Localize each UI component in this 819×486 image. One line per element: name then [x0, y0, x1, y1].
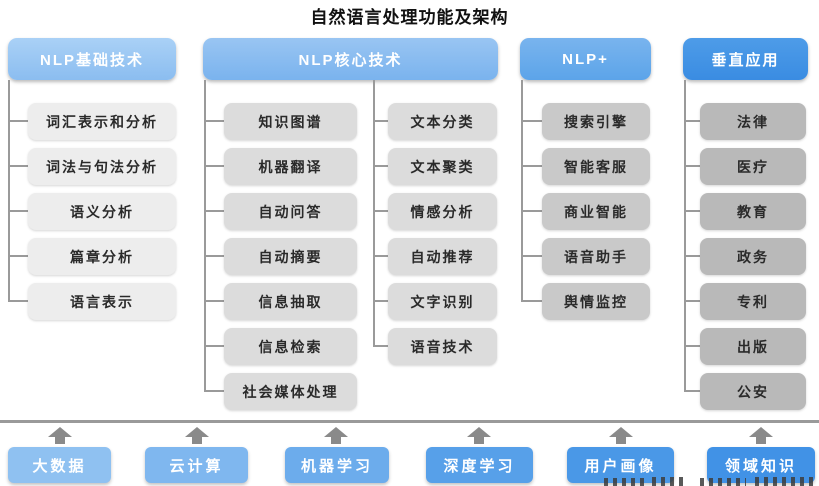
node-box: 文本分类 [388, 103, 497, 140]
connector-branch [521, 120, 542, 122]
node-box: 机器翻译 [224, 148, 357, 185]
column-nlp-basic-items: 词汇表示和分析 词法与句法分析 语义分析 篇章分析 语言表示 [28, 103, 176, 320]
node-box: 舆情监控 [542, 283, 650, 320]
connector-branch [373, 120, 388, 122]
up-arrow-icon [185, 427, 209, 444]
node-box: 公安 [700, 373, 806, 410]
node-box: 法律 [700, 103, 806, 140]
node-box: 政务 [700, 238, 806, 275]
connector-branch [373, 165, 388, 167]
connector-branch [684, 390, 700, 392]
connector-trunk-col1 [8, 80, 10, 302]
connector-branch [8, 210, 28, 212]
column-nlp-plus-items: 搜索引擎 智能客服 商业智能 语音助手 舆情监控 [542, 103, 650, 320]
connector-branch [684, 120, 700, 122]
connector-branch [521, 300, 542, 302]
connector-branch [521, 165, 542, 167]
diagram-title: 自然语言处理功能及架构 [310, 8, 509, 27]
connector-branch [204, 255, 224, 257]
connector-trunk-col4 [684, 80, 686, 392]
column-header-nlp-plus: NLP+ [520, 38, 651, 80]
connector-branch [373, 300, 388, 302]
node-box: 自动摘要 [224, 238, 357, 275]
connector-branch [204, 165, 224, 167]
up-arrow-icon [48, 427, 72, 444]
node-box: 语音技术 [388, 328, 497, 365]
column-header-vertical-apps: 垂直应用 [683, 38, 808, 80]
connector-branch [373, 255, 388, 257]
node-box: 出版 [700, 328, 806, 365]
watermark-fragment [755, 477, 813, 486]
node-box: 词汇表示和分析 [28, 103, 176, 140]
node-box: 信息检索 [224, 328, 357, 365]
node-box: 搜索引擎 [542, 103, 650, 140]
node-box: 文本聚类 [388, 148, 497, 185]
connector-branch [204, 300, 224, 302]
connector-branch [8, 120, 28, 122]
node-box: 语音助手 [542, 238, 650, 275]
connector-branch [521, 210, 542, 212]
connector-branch [8, 300, 28, 302]
node-box: 文字识别 [388, 283, 497, 320]
connector-branch [684, 210, 700, 212]
node-box: 篇章分析 [28, 238, 176, 275]
connector-branch [373, 345, 388, 347]
node-box: 词法与句法分析 [28, 148, 176, 185]
connector-branch [8, 165, 28, 167]
column-nlp-core-right-items: 文本分类 文本聚类 情感分析 自动推荐 文字识别 语音技术 [388, 103, 497, 365]
connector-branch [204, 390, 224, 392]
watermark-fragment [652, 477, 686, 486]
foundation-box-deep-learning: 深度学习 [426, 447, 533, 483]
foundation-box-big-data: 大数据 [8, 447, 111, 483]
connector-branch [204, 210, 224, 212]
column-nlp-core-left-items: 知识图谱 机器翻译 自动问答 自动摘要 信息抽取 信息检索 社会媒体处理 [224, 103, 357, 410]
connector-branch [204, 345, 224, 347]
up-arrow-icon [609, 427, 633, 444]
connector-branch [373, 210, 388, 212]
connector-branch [684, 345, 700, 347]
node-box: 语言表示 [28, 283, 176, 320]
connector-trunk-col2-left [204, 80, 206, 392]
connector-trunk-col3 [521, 80, 523, 302]
node-box: 社会媒体处理 [224, 373, 357, 410]
foundation-box-machine-learning: 机器学习 [285, 447, 389, 483]
column-header-nlp-core: NLP核心技术 [203, 38, 498, 80]
node-box: 教育 [700, 193, 806, 230]
node-box: 自动问答 [224, 193, 357, 230]
connector-branch [684, 165, 700, 167]
up-arrow-icon [467, 427, 491, 444]
up-arrow-icon [324, 427, 348, 444]
column-header-nlp-basic: NLP基础技术 [8, 38, 176, 80]
node-box: 商业智能 [542, 193, 650, 230]
node-box: 医疗 [700, 148, 806, 185]
connector-branch [684, 300, 700, 302]
node-box: 智能客服 [542, 148, 650, 185]
node-box: 专利 [700, 283, 806, 320]
foundation-separator-line [0, 420, 819, 423]
up-arrow-icon [749, 427, 773, 444]
node-box: 知识图谱 [224, 103, 357, 140]
connector-trunk-col2-right [373, 80, 375, 347]
connector-branch [204, 120, 224, 122]
node-box: 情感分析 [388, 193, 497, 230]
connector-branch [684, 255, 700, 257]
node-box: 信息抽取 [224, 283, 357, 320]
connector-branch [8, 255, 28, 257]
column-vertical-apps-items: 法律 医疗 教育 政务 专利 出版 公安 [700, 103, 806, 410]
node-box: 语义分析 [28, 193, 176, 230]
watermark-fragment [700, 478, 746, 486]
foundation-box-cloud-computing: 云计算 [145, 447, 248, 483]
node-box: 自动推荐 [388, 238, 497, 275]
connector-branch [521, 255, 542, 257]
watermark-fragment [604, 478, 644, 486]
